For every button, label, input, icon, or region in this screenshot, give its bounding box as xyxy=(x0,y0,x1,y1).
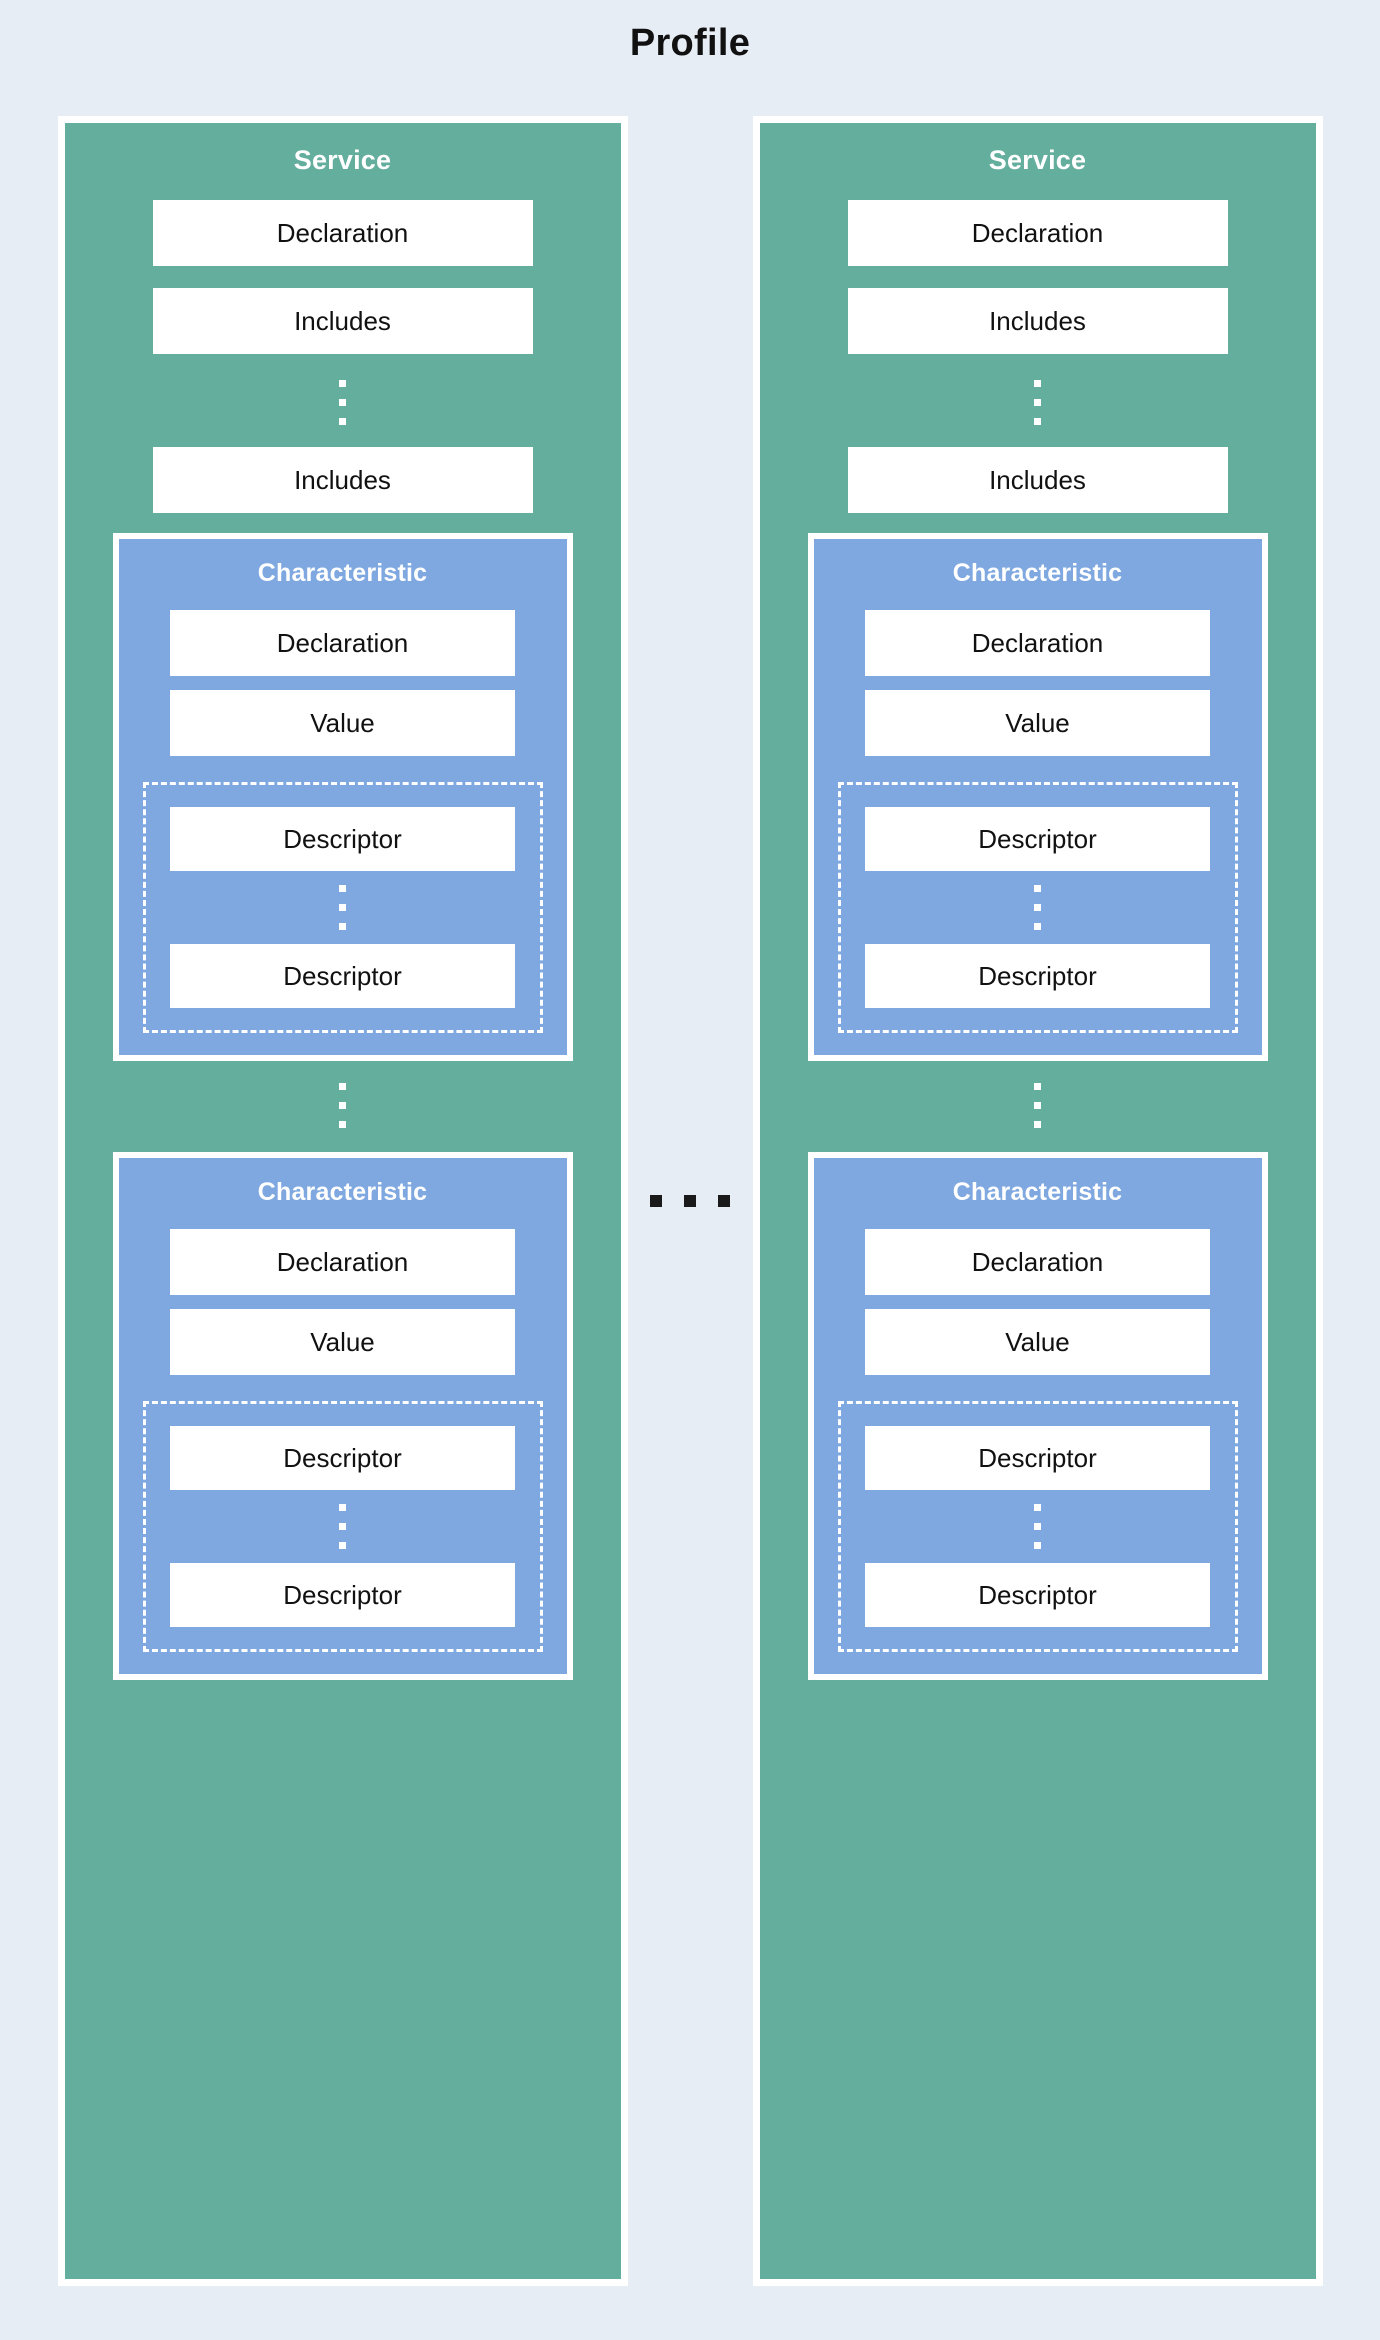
characteristic-title: Characteristic xyxy=(952,1178,1123,1206)
ellipsis-dot xyxy=(1034,399,1041,406)
ellipsis-dot xyxy=(339,904,346,911)
ellipsis-dot xyxy=(339,418,346,425)
service-declaration-box: Declaration xyxy=(152,200,533,266)
ellipsis-dot xyxy=(1034,923,1041,930)
ellipsis-dot xyxy=(684,1195,696,1207)
descriptor-box: Descriptor xyxy=(170,1426,515,1490)
characteristic-box: Characteristic Declaration Value Descrip… xyxy=(807,533,1268,1061)
ellipsis-dot xyxy=(718,1195,730,1207)
service-includes-ellipsis xyxy=(1034,380,1041,425)
characteristic-title: Characteristic xyxy=(257,559,428,587)
descriptor-group: Descriptor Descriptor xyxy=(142,1401,543,1652)
service-includes-box: Includes xyxy=(847,288,1228,354)
characteristic-value-box: Value xyxy=(865,1309,1210,1375)
ellipsis-dot xyxy=(1034,1523,1041,1530)
characteristic-value-box: Value xyxy=(865,690,1210,756)
characteristic-title: Characteristic xyxy=(257,1178,428,1206)
descriptor-box: Descriptor xyxy=(170,944,515,1008)
ellipsis-dot xyxy=(339,1102,346,1109)
characteristic-value-box: Value xyxy=(170,690,515,756)
ellipsis-dot xyxy=(1034,1504,1041,1511)
characteristic-declaration-box: Declaration xyxy=(865,610,1210,676)
descriptor-ellipsis xyxy=(1034,1504,1041,1549)
characteristic-box: Characteristic Declaration Value Descrip… xyxy=(112,1152,573,1680)
descriptor-group: Descriptor Descriptor xyxy=(142,782,543,1033)
columns-ellipsis xyxy=(650,1195,730,1207)
descriptor-box: Descriptor xyxy=(865,944,1210,1008)
service-column-left: Service Declaration Includes Includes Ch… xyxy=(55,116,630,2286)
characteristic-declaration-box: Declaration xyxy=(170,610,515,676)
ellipsis-dot xyxy=(339,1504,346,1511)
ellipsis-dot xyxy=(1034,1083,1041,1090)
characteristic-box: Characteristic Declaration Value Descrip… xyxy=(112,533,573,1061)
service-includes-box: Includes xyxy=(152,288,533,354)
descriptor-box: Descriptor xyxy=(170,807,515,871)
service-includes-box: Includes xyxy=(847,447,1228,513)
ellipsis-dot xyxy=(339,1542,346,1549)
ellipsis-dot xyxy=(339,399,346,406)
ellipsis-dot xyxy=(650,1195,662,1207)
descriptor-ellipsis xyxy=(1034,885,1041,930)
ellipsis-dot xyxy=(339,1121,346,1128)
characteristic-ellipsis xyxy=(339,1083,346,1128)
descriptor-box: Descriptor xyxy=(865,807,1210,871)
service-declaration-box: Declaration xyxy=(847,200,1228,266)
ellipsis-dot xyxy=(339,1083,346,1090)
characteristic-declaration-box: Declaration xyxy=(865,1229,1210,1295)
ellipsis-dot xyxy=(1034,418,1041,425)
service-box: Service Declaration Includes Includes Ch… xyxy=(57,116,628,2286)
ellipsis-dot xyxy=(1034,380,1041,387)
service-columns: Service Declaration Includes Includes Ch… xyxy=(0,116,1380,2286)
service-title: Service xyxy=(293,145,392,175)
descriptor-box: Descriptor xyxy=(865,1426,1210,1490)
service-column-right: Service Declaration Includes Includes Ch… xyxy=(750,116,1325,2286)
descriptor-box: Descriptor xyxy=(170,1563,515,1627)
characteristic-ellipsis xyxy=(1034,1083,1041,1128)
descriptor-group: Descriptor Descriptor xyxy=(837,782,1238,1033)
descriptor-ellipsis xyxy=(339,1504,346,1549)
ellipsis-dot xyxy=(1034,1102,1041,1109)
ellipsis-dot xyxy=(339,380,346,387)
service-box: Service Declaration Includes Includes Ch… xyxy=(752,116,1323,2286)
columns-ellipsis-wrapper xyxy=(630,116,750,2286)
service-title: Service xyxy=(988,145,1087,175)
characteristic-value-box: Value xyxy=(170,1309,515,1375)
descriptor-group: Descriptor Descriptor xyxy=(837,1401,1238,1652)
ellipsis-dot xyxy=(339,885,346,892)
descriptor-ellipsis xyxy=(339,885,346,930)
ellipsis-dot xyxy=(1034,885,1041,892)
descriptor-box: Descriptor xyxy=(865,1563,1210,1627)
ellipsis-dot xyxy=(339,1523,346,1530)
page-title: Profile xyxy=(629,22,751,64)
characteristic-declaration-box: Declaration xyxy=(170,1229,515,1295)
ellipsis-dot xyxy=(1034,1542,1041,1549)
ellipsis-dot xyxy=(1034,1121,1041,1128)
characteristic-box: Characteristic Declaration Value Descrip… xyxy=(807,1152,1268,1680)
ellipsis-dot xyxy=(1034,904,1041,911)
service-includes-ellipsis xyxy=(339,380,346,425)
characteristic-title: Characteristic xyxy=(952,559,1123,587)
service-includes-box: Includes xyxy=(152,447,533,513)
ellipsis-dot xyxy=(339,923,346,930)
